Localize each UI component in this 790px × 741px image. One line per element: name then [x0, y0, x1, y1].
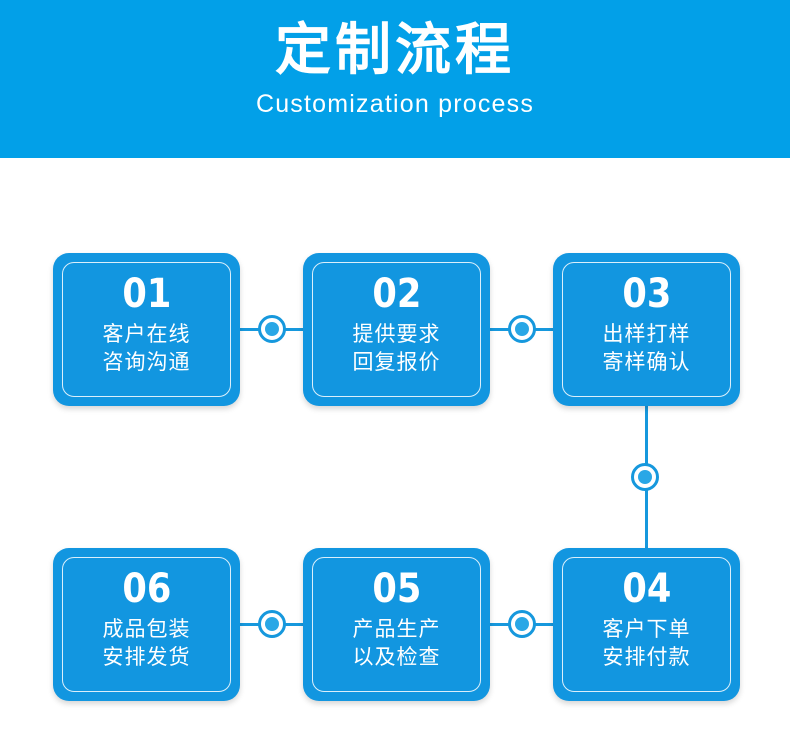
step-card-frame: 05 产品生产 以及检查 [312, 557, 481, 692]
step-card-03[interactable]: 03 出样打样 寄样确认 [553, 253, 740, 406]
step-number: 06 [121, 566, 171, 612]
step-line-1: 客户在线 [102, 322, 191, 346]
step-card-frame: 04 客户下单 安排付款 [562, 557, 731, 692]
step-text: 成品包装 安排发货 [103, 616, 191, 671]
step-line-2: 安排付款 [602, 644, 691, 669]
step-number: 04 [621, 566, 671, 612]
connector-node-01-02 [258, 315, 286, 343]
page-title: 定制流程 [275, 18, 515, 83]
step-card-frame: 06 成品包装 安排发货 [62, 557, 231, 692]
step-card-frame: 01 客户在线 咨询沟通 [62, 262, 231, 397]
step-card-frame: 03 出样打样 寄样确认 [562, 262, 731, 397]
step-card-06[interactable]: 06 成品包装 安排发货 [53, 548, 240, 701]
connector-node-02-03 [508, 315, 536, 343]
step-text: 客户下单 安排付款 [603, 616, 691, 671]
page-header: 定制流程 Customization process [0, 0, 790, 158]
step-text: 客户在线 咨询沟通 [103, 321, 191, 376]
step-card-01[interactable]: 01 客户在线 咨询沟通 [53, 253, 240, 406]
step-line-1: 客户下单 [602, 617, 691, 641]
step-line-1: 出样打样 [602, 322, 691, 346]
step-line-1: 提供要求 [352, 322, 441, 346]
step-card-frame: 02 提供要求 回复报价 [312, 262, 481, 397]
step-line-1: 产品生产 [352, 617, 441, 641]
page-subtitle: Customization process [255, 90, 535, 119]
step-line-2: 安排发货 [102, 644, 191, 669]
step-number: 05 [371, 566, 421, 612]
step-number: 03 [621, 271, 671, 317]
step-card-05[interactable]: 05 产品生产 以及检查 [303, 548, 490, 701]
step-text: 产品生产 以及检查 [353, 616, 441, 671]
step-number: 02 [371, 271, 421, 317]
connector-node-06-05 [258, 610, 286, 638]
step-line-2: 寄样确认 [602, 349, 691, 374]
connector-node-03-04 [631, 463, 659, 491]
step-line-2: 咨询沟通 [102, 349, 191, 374]
step-number: 01 [121, 271, 171, 317]
step-line-2: 以及检查 [352, 644, 441, 669]
step-card-02[interactable]: 02 提供要求 回复报价 [303, 253, 490, 406]
connector-node-05-04 [508, 610, 536, 638]
step-text: 提供要求 回复报价 [353, 321, 441, 376]
step-card-04[interactable]: 04 客户下单 安排付款 [553, 548, 740, 701]
step-line-1: 成品包装 [102, 617, 191, 641]
step-line-2: 回复报价 [352, 349, 441, 374]
step-text: 出样打样 寄样确认 [603, 321, 691, 376]
process-flow-diagram: 01 客户在线 咨询沟通 02 提供要求 回复报价 03 出样打样 寄样确认 0… [0, 158, 790, 741]
